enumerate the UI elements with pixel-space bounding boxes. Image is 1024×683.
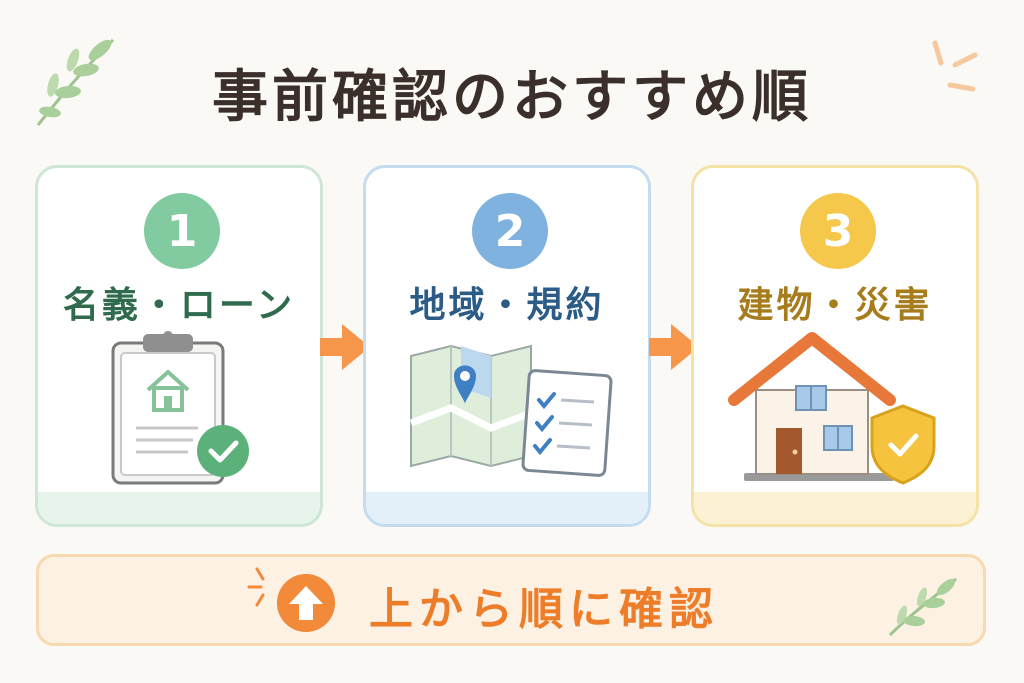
leaf-sprig-icon <box>36 38 115 126</box>
leaf-sprig-icon <box>888 577 957 637</box>
map-pin-checklist-icon <box>409 344 613 477</box>
step-label: 地域・規約 <box>409 285 605 326</box>
page-title: 事前確認のおすすめ順 <box>212 65 812 130</box>
clipboard-house-check-icon <box>111 331 249 485</box>
arrow-right-icon <box>320 324 370 370</box>
step-number-badge: 2 <box>472 193 548 269</box>
arrow-up-circle-icon <box>277 574 335 632</box>
footer-banner: 上から順に確認 <box>36 554 986 646</box>
step-label: 名義・ローン <box>62 285 296 326</box>
step-number-badge: 1 <box>144 193 220 269</box>
step-card-1: 1 名義・ローン <box>35 165 323 527</box>
step-card-2: 2 地域・規約 <box>363 165 651 527</box>
arrow-right-icon <box>649 324 699 370</box>
step-number-badge: 3 <box>800 193 876 269</box>
step-label: 建物・災害 <box>737 285 933 326</box>
step-card-3: 3 建物・災害 <box>691 165 979 527</box>
burst-lines-icon <box>247 567 265 607</box>
footer-text: 上から順に確認 <box>369 584 719 635</box>
house-shield-check-icon <box>728 332 936 485</box>
card-footer-band <box>366 492 648 524</box>
card-footer-band <box>694 492 976 524</box>
sparkle-lines-icon <box>932 40 978 92</box>
card-footer-band <box>38 492 320 524</box>
